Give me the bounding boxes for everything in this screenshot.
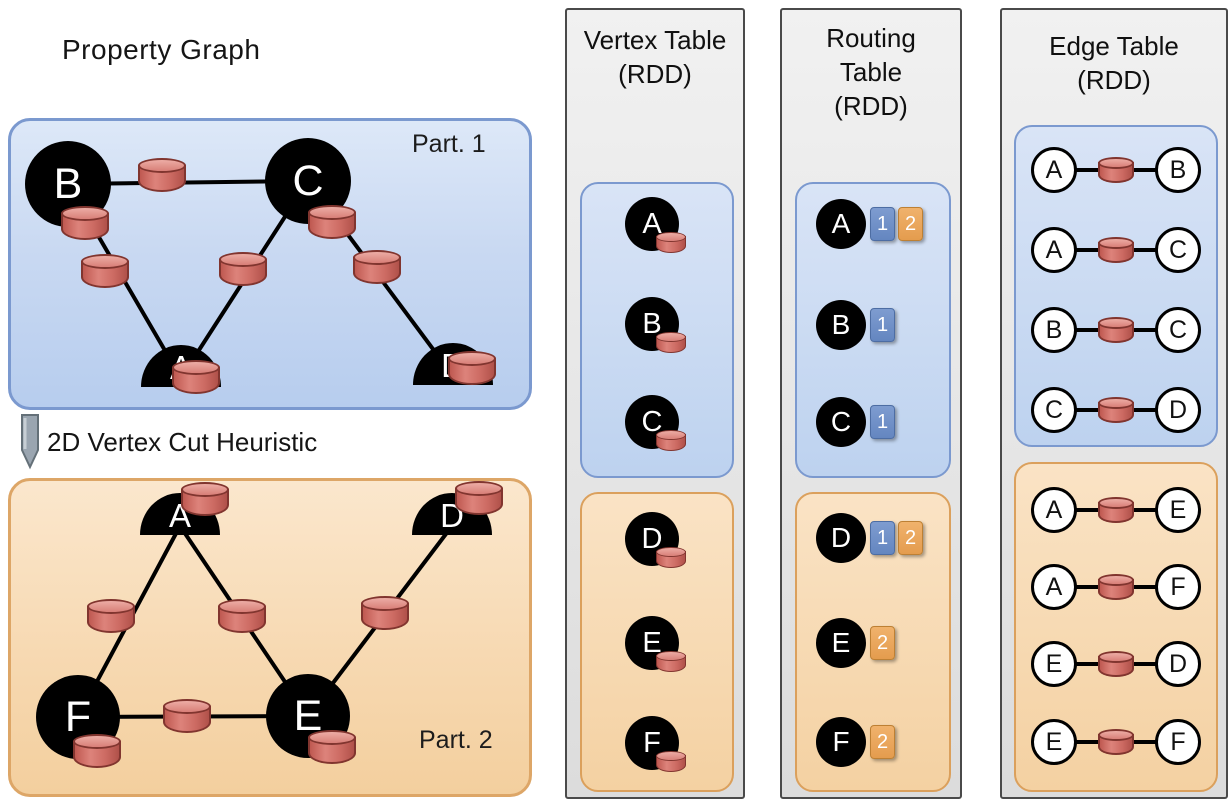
routing-table-panel: Routing Table (RDD) A 1 2 B 1 C 1 D 1 2 … <box>780 8 962 799</box>
edge-property-cylinder-icon <box>1098 574 1134 600</box>
edge-src-vertex: C <box>1031 387 1077 433</box>
partition-badge: 1 <box>870 521 895 555</box>
vertex-property-cylinder-icon <box>455 481 503 515</box>
routing-table-row: E 2 <box>816 618 926 668</box>
edge-table-row: A B <box>1031 146 1201 194</box>
vertex-circle: C <box>816 397 866 447</box>
partition-badge: 1 <box>870 207 895 241</box>
partition-badge: 2 <box>870 725 895 759</box>
edge-table-row: E F <box>1031 718 1201 766</box>
edge-property-cylinder-icon <box>1098 651 1134 677</box>
routing-table-title: Routing Table (RDD) <box>782 22 960 123</box>
edge-property-cylinder-icon <box>218 599 266 633</box>
edge-property-cylinder-icon <box>353 250 401 284</box>
edge-dst-vertex: C <box>1155 227 1201 273</box>
edge-property-cylinder-icon <box>361 596 409 630</box>
edge-table-row: B C <box>1031 306 1201 354</box>
vertex-cut-arrow-icon <box>21 414 39 470</box>
vertex-circle: D <box>816 513 866 563</box>
vertex-circle: D <box>625 512 679 566</box>
edge-table-subtitle: (RDD) <box>1077 64 1151 95</box>
partition-1-label: Part. 1 <box>412 130 486 158</box>
vertex-circle: A <box>816 199 866 249</box>
routing-table-row: D 1 2 <box>816 513 926 563</box>
edge-dst-vertex: C <box>1155 307 1201 353</box>
partition-2-label: Part. 2 <box>419 726 493 754</box>
edge-table-row: A F <box>1031 563 1201 611</box>
edge-table-title: Edge Table (RDD) <box>1002 30 1226 98</box>
routing-table-subtitle: (RDD) <box>834 90 908 121</box>
vertex-table-title: Vertex Table (RDD) <box>567 24 743 92</box>
edge-src-vertex: A <box>1031 487 1077 533</box>
vertex-property-cylinder-icon <box>656 430 686 451</box>
edge-property-cylinder-icon <box>87 599 135 633</box>
routing-table-row: C 1 <box>816 397 926 447</box>
vertex-property-cylinder-icon <box>656 751 686 772</box>
partition-badge: 1 <box>870 405 895 439</box>
edge-dst-vertex: F <box>1155 719 1201 765</box>
edge-table-title-text: Edge Table <box>1049 31 1179 61</box>
edge-table-row: C D <box>1031 386 1201 434</box>
vertex-table-subtitle: (RDD) <box>618 58 692 89</box>
vertex-table-title-text: Vertex Table <box>583 25 727 55</box>
vertex-circle: E <box>816 618 866 668</box>
edge-property-cylinder-icon <box>163 699 211 733</box>
edge-property-cylinder-icon <box>1098 317 1134 343</box>
vertex-property-cylinder-icon <box>656 547 686 568</box>
edge-property-cylinder-icon <box>219 252 267 286</box>
routing-table-row: A 1 2 <box>816 199 926 249</box>
vertex-table-panel: Vertex Table (RDD) A B C D E F <box>565 8 745 799</box>
edge-dst-vertex: D <box>1155 641 1201 687</box>
edge-table-panel: Edge Table (RDD) A B A C B C C D <box>1000 8 1228 799</box>
partition-badge: 2 <box>898 521 923 555</box>
edge-table-row: A C <box>1031 226 1201 274</box>
vertex-property-cylinder-icon <box>308 730 356 764</box>
vertex-property-cylinder-icon <box>172 360 220 394</box>
vertex-table-item: F <box>625 716 686 772</box>
edge-property-cylinder-icon <box>138 158 186 192</box>
vertex-table-item: C <box>625 395 686 451</box>
cut-heuristic-label: 2D Vertex Cut Heuristic <box>47 427 318 457</box>
edge-src-vertex: E <box>1031 641 1077 687</box>
vertex-circle: F <box>816 717 866 767</box>
edge-dst-vertex: D <box>1155 387 1201 433</box>
vertex-property-cylinder-icon <box>61 206 109 240</box>
vertex-table-item: A <box>625 197 686 253</box>
vertex-circle: B <box>816 300 866 350</box>
property-graph-title: Property Graph <box>62 34 261 65</box>
edge-dst-vertex: B <box>1155 147 1201 193</box>
vertex-property-cylinder-icon <box>181 482 229 516</box>
edge-table-row: E D <box>1031 640 1201 688</box>
vertex-table-item: B <box>625 297 686 353</box>
edge-table-row: A E <box>1031 486 1201 534</box>
vertex-property-cylinder-icon <box>448 351 496 385</box>
vertex-property-cylinder-icon <box>73 734 121 768</box>
edge-property-cylinder-icon <box>1098 497 1134 523</box>
vertex-table-item: E <box>625 616 686 672</box>
edge-property-cylinder-icon <box>1098 729 1134 755</box>
edge-property-cylinder-icon <box>81 254 129 288</box>
edge-dst-vertex: F <box>1155 564 1201 610</box>
partition-badge: 2 <box>898 207 923 241</box>
partition-badge: 2 <box>870 626 895 660</box>
vertex-table-item: D <box>625 512 686 568</box>
edge-property-cylinder-icon <box>1098 237 1134 263</box>
edge-src-vertex: A <box>1031 564 1077 610</box>
vertex-property-cylinder-icon <box>656 232 686 253</box>
edge-src-vertex: A <box>1031 227 1077 273</box>
routing-table-row: F 2 <box>816 717 926 767</box>
partition-badge: 1 <box>870 308 895 342</box>
edge-src-vertex: B <box>1031 307 1077 353</box>
edge-src-vertex: E <box>1031 719 1077 765</box>
vertex-property-cylinder-icon <box>656 332 686 353</box>
edge-dst-vertex: E <box>1155 487 1201 533</box>
vertex-property-cylinder-icon <box>308 205 356 239</box>
routing-table-row: B 1 <box>816 300 926 350</box>
edge-property-cylinder-icon <box>1098 397 1134 423</box>
edge-property-cylinder-icon <box>1098 157 1134 183</box>
edge-src-vertex: A <box>1031 147 1077 193</box>
routing-table-title-text: Routing Table <box>826 23 916 87</box>
vertex-property-cylinder-icon <box>656 651 686 672</box>
